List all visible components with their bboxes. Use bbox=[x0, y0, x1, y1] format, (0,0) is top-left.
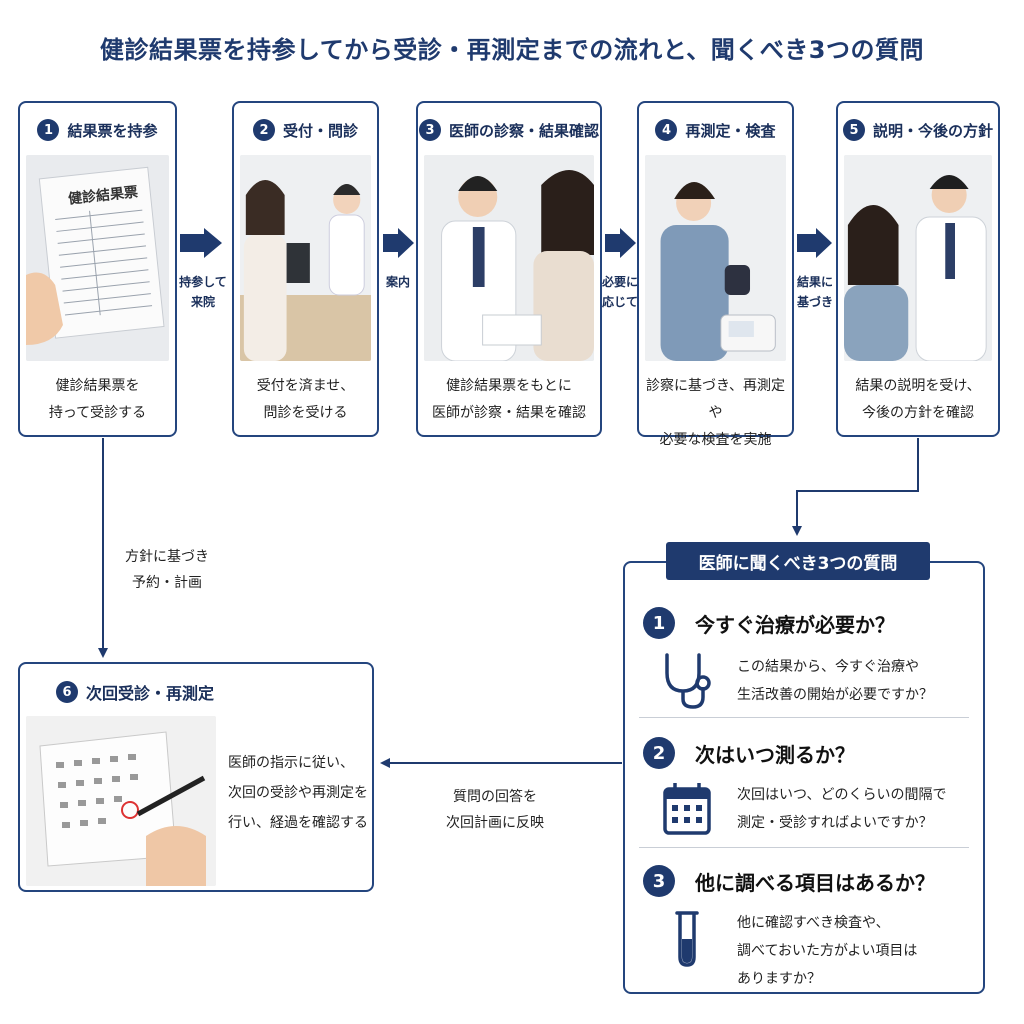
down-arrow-label: 方針に基づき 予約・計画 bbox=[125, 549, 209, 591]
step-4-description: 診察に基づき、再測定や 必要な検査を実施 bbox=[645, 378, 786, 448]
step-6-card: 6 次回受診・再測定 医師の指示に従い、 次回の受診や再測定を 行い、経過を確認… bbox=[18, 662, 374, 892]
step-3-photo-consultation bbox=[424, 155, 594, 361]
question-divider bbox=[639, 847, 969, 848]
step-3-header: 3 医師の診察・結果確認 bbox=[418, 119, 600, 141]
step-2-photo-reception bbox=[240, 155, 371, 361]
page-title: 健診結果票を持参してから受診・再測定までの流れと、聞くべき3つの質問 bbox=[99, 36, 925, 64]
arrow-3-to-4 bbox=[605, 228, 636, 258]
question-3-number: 3 bbox=[643, 865, 675, 897]
step-4-label: 再測定・検査 bbox=[685, 121, 776, 140]
arrow-4-to-5 bbox=[797, 228, 832, 258]
step-1-number: 1 bbox=[37, 119, 60, 141]
step-2-label: 受付・問診 bbox=[282, 121, 358, 140]
step-6-label: 次回受診・再測定 bbox=[86, 684, 215, 703]
step-3-card: 3 医師の診察・結果確認 健診結果票をもとに 医師が診察・結果を確認 bbox=[416, 101, 602, 437]
step-5-description: 結果の説明を受け、 今後の方針を確認 bbox=[855, 378, 981, 421]
step-5-card: 5 説明・今後の方針 結果の説明を受け、 今後の方針を確認 bbox=[836, 101, 1000, 437]
step-5-header: 5 説明・今後の方針 bbox=[838, 119, 998, 141]
step-4-header: 4 再測定・検査 bbox=[639, 119, 792, 141]
step-2-card: 2 受付・問診 受付を済ませ、 問診を受ける bbox=[232, 101, 379, 437]
arrow-2-to-3 bbox=[383, 228, 414, 258]
question-1-text: この結果から、今すぐ治療や 生活改善の開始が必要ですか？ bbox=[737, 659, 933, 703]
step-1-card: 1 結果票を持参 健診結果票 健診結果票を 持って受診する bbox=[18, 101, 177, 437]
arrow-4-label: 結果に 基づき bbox=[796, 275, 833, 309]
question-1-number: 1 bbox=[643, 607, 675, 639]
step-4-card: 4 再測定・検査 診察に基づき、再測定や 必要な検査を実施 bbox=[637, 101, 794, 448]
question-3-label: 他に調べる項目はあるか？ bbox=[695, 870, 935, 895]
question-2-number: 2 bbox=[643, 737, 675, 769]
questions-card: 1 今すぐ治療が必要か？ この結果から、今すぐ治療や 生活改善の開始が必要ですか… bbox=[623, 561, 985, 994]
step-2-header: 2 受付・問診 bbox=[234, 119, 377, 141]
step-2-number: 2 bbox=[252, 119, 275, 141]
step-1-label: 結果票を持参 bbox=[67, 121, 158, 140]
step-5-photo-explanation bbox=[844, 155, 992, 361]
step-4-photo-remeasurement bbox=[645, 155, 786, 361]
step-4-number: 4 bbox=[655, 119, 678, 141]
step-3-number: 3 bbox=[418, 119, 441, 141]
step-3-label: 医師の診察・結果確認 bbox=[448, 121, 599, 140]
calendar-icon bbox=[659, 779, 715, 839]
step-3-description: 健診結果票をもとに 医師が診察・結果を確認 bbox=[432, 378, 586, 421]
question-1-header: 1 今すぐ治療が必要か？ bbox=[643, 607, 895, 639]
left-arrow-label: 質問の回答を 次回計画に反映 bbox=[446, 789, 544, 831]
step-6-description: 医師の指示に従い、 次回の受診や再測定を 行い、経過を確認する bbox=[228, 755, 368, 831]
step-1-description: 健診結果票を 持って受診する bbox=[48, 378, 147, 421]
stethoscope-icon bbox=[659, 651, 715, 711]
step-6-header: 6 次回受診・再測定 bbox=[56, 680, 214, 704]
question-divider bbox=[639, 717, 969, 718]
question-2-header: 2 次はいつ測るか？ bbox=[643, 737, 855, 769]
step-1-header: 1 結果票を持参 bbox=[20, 119, 175, 141]
question-3-header: 3 他に調べる項目はあるか？ bbox=[643, 865, 935, 897]
question-2-label: 次はいつ測るか？ bbox=[695, 742, 855, 767]
question-2-text: 次回はいつ、どのくらいの間隔で 測定・受診すればよいですか？ bbox=[737, 787, 947, 831]
arrow-3-label: 必要に 応じて bbox=[602, 275, 639, 309]
test-tube-icon bbox=[659, 909, 715, 969]
question-3-text: 他に確認すべき検査や、 調べておいた方がよい項目は ありますか？ bbox=[737, 915, 918, 987]
step-5-number: 5 bbox=[842, 119, 865, 141]
step-6-photo-calendar bbox=[26, 716, 216, 886]
arrow-1-to-2 bbox=[180, 228, 222, 258]
step-2-description: 受付を済ませ、 問診を受ける bbox=[256, 378, 355, 421]
arrow-1-label: 持参して 来院 bbox=[179, 275, 227, 309]
question-1-label: 今すぐ治療が必要か？ bbox=[695, 612, 895, 637]
step-1-photo-result-sheet: 健診結果票 bbox=[26, 155, 169, 361]
arrow-step5-to-questions bbox=[792, 438, 919, 536]
step-6-number: 6 bbox=[56, 681, 78, 703]
arrow-2-label: 案内 bbox=[385, 275, 410, 289]
step-5-label: 説明・今後の方針 bbox=[872, 121, 993, 140]
questions-title: 医師に聞くべき3つの質問 bbox=[666, 542, 930, 580]
